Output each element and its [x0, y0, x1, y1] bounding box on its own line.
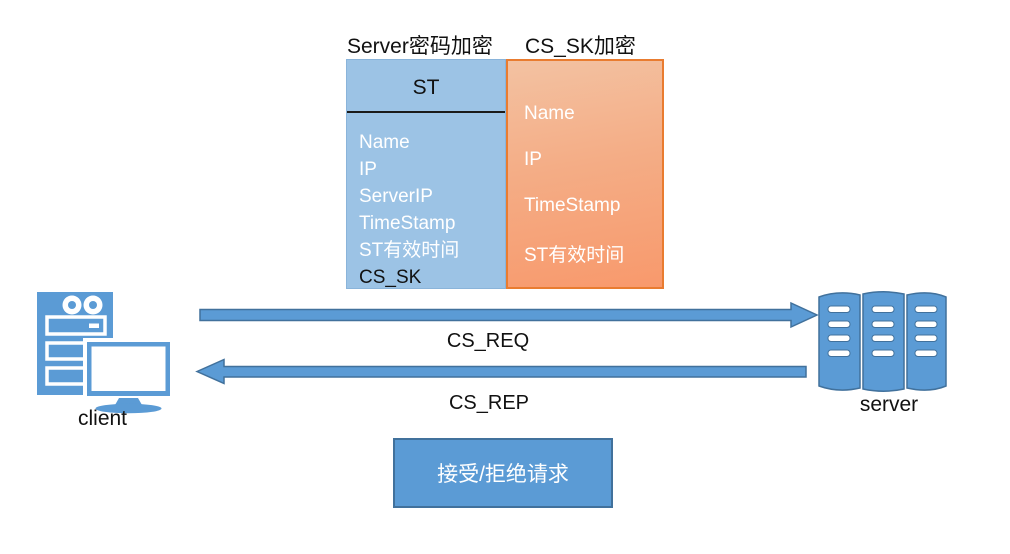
- client-label: client: [77, 407, 128, 430]
- st-field-ip: IP: [359, 159, 377, 180]
- request-arrow-icon: [199, 301, 819, 329]
- sk-field-validity: ST有效时间: [524, 245, 625, 266]
- decision-box-label: 接受/拒绝请求: [437, 463, 569, 486]
- cs-sk-box: Name IP TimeStamp ST有效时间: [506, 59, 664, 289]
- st-field-serverip: ServerIP: [359, 186, 433, 207]
- st-ticket-header: ST: [412, 76, 440, 99]
- st-ticket-box: ST Name IP ServerIP TimeStamp ST有效时间 CS_…: [346, 59, 506, 289]
- sk-field-timestamp: TimeStamp: [524, 195, 621, 216]
- st-field-name: Name: [359, 132, 410, 153]
- st-ticket-divider: [347, 111, 505, 113]
- cs-sk-encryption-label: CS_SK加密: [525, 35, 636, 58]
- st-field-validity: ST有效时间: [359, 240, 460, 261]
- server-rack-icon: [818, 291, 947, 392]
- sk-field-name: Name: [524, 103, 575, 124]
- st-field-cs-sk: CS_SK: [359, 267, 422, 288]
- request-message-label: CS_REQ: [446, 330, 530, 352]
- decision-box: 接受/拒绝请求: [393, 438, 613, 508]
- server-password-encryption-label: Server密码加密: [347, 35, 493, 58]
- st-field-timestamp: TimeStamp: [359, 213, 456, 234]
- reply-arrow-icon: [195, 358, 807, 385]
- sk-field-ip: IP: [524, 149, 542, 170]
- client-computer-icon: [37, 292, 174, 414]
- server-label: server: [859, 393, 919, 416]
- reply-message-label: CS_REP: [448, 392, 530, 414]
- st-ticket-fields: Name IP ServerIP TimeStamp ST有效时间 CS_SK: [347, 129, 505, 291]
